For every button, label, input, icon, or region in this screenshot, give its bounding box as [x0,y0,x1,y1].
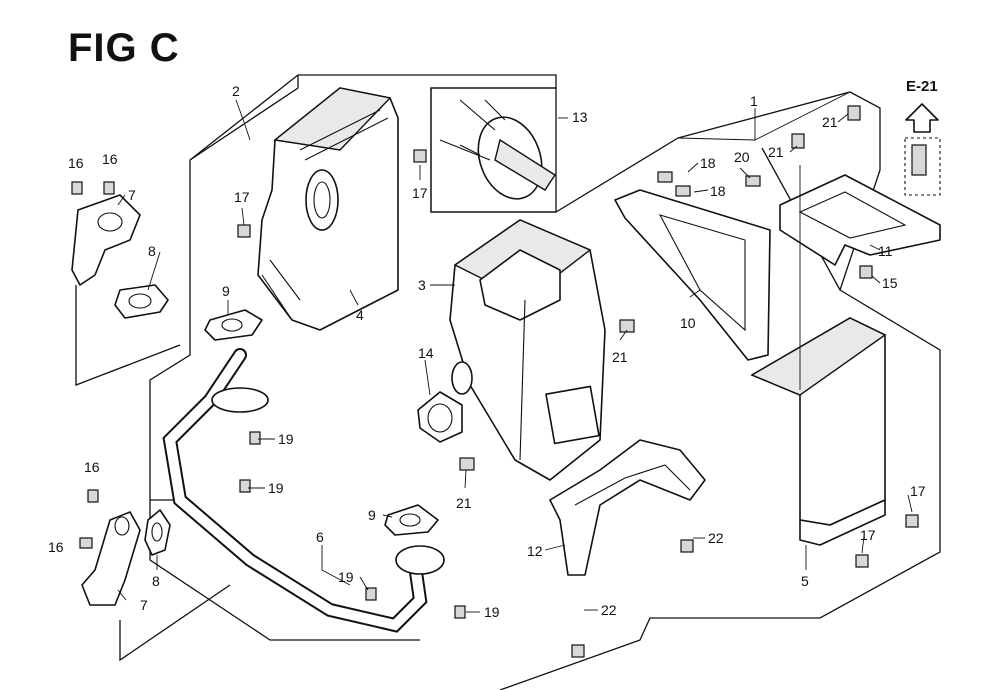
muffler-protector [257,87,399,331]
bolt-17a-icon [237,224,251,238]
leader-lines [117,91,913,613]
bolt-17d-icon [855,554,869,568]
callout-13: 13 [572,109,588,125]
gasket-8-upper [114,284,169,319]
lower-stay [549,439,706,576]
bolt-e21-icon [911,144,927,176]
muffler-body [449,219,606,481]
callout-16c: 16 [84,459,100,475]
reference-label-e21: E-21 [906,78,938,95]
callout-8-lower: 8 [152,573,160,589]
callout-7-upper: 7 [128,187,136,203]
callout-8-upper: 8 [148,243,156,259]
bolt-17b-icon [413,149,427,163]
callout-19c: 19 [338,569,354,585]
muffler-cover [750,317,887,546]
bolt-15-icon [859,265,873,279]
bolt-21c-icon [619,319,635,333]
upper-bracket [779,174,941,266]
callout-17c: 17 [910,483,926,499]
callout-21b: 21 [822,114,838,130]
callout-2: 2 [232,83,240,99]
bolt-21b-icon [847,105,861,121]
callout-19a: 19 [278,431,294,447]
callout-4: 4 [356,307,364,323]
bolt-19d-icon [454,605,466,619]
bolt-20-icon [745,175,761,187]
callout-16d: 16 [48,539,64,555]
bolt-18a-icon [657,171,673,183]
callout-9-lower: 9 [368,507,376,523]
nut-16b-icon [103,181,115,195]
nut-16c-icon [87,489,99,503]
figure-title: FIG C [68,26,180,70]
callout-22a: 22 [708,530,724,546]
bolt-18b-icon [675,185,691,197]
joint-7-upper [71,194,141,286]
bolt-21a-icon [791,133,805,149]
bolt-22a-icon [680,539,694,553]
exhaust-clamp [417,391,463,443]
callout-17a: 17 [234,189,250,205]
callout-21c: 21 [612,349,628,365]
callout-7-lower: 7 [140,597,148,613]
callout-21d: 21 [456,495,472,511]
callout-labels: 1 2 3 4 5 6 7 7 8 8 9 9 10 11 12 13 14 1… [48,83,926,620]
bolt-19b-icon [239,479,251,493]
callout-16a: 16 [68,155,84,171]
callout-3: 3 [418,277,426,293]
fasteners [71,105,927,658]
callout-5: 5 [801,573,809,589]
callout-22b: 22 [601,602,617,618]
callout-9-upper: 9 [222,283,230,299]
callout-18b: 18 [710,183,726,199]
exhaust-pipe [162,348,445,633]
gasket-9-upper [204,309,263,341]
bolt-17c-icon [905,514,919,528]
callout-19d: 19 [484,604,500,620]
nut-16d-icon [79,537,93,549]
callout-19b: 19 [268,480,284,496]
bolt-21d-icon [459,457,475,471]
exhaust-joints [71,194,141,606]
callout-18a: 18 [700,155,716,171]
callout-17b: 17 [412,185,428,201]
exhaust-pipe-flange [211,387,269,413]
gaskets [114,284,439,556]
gasket-9-lower [384,504,439,536]
callout-17d: 17 [860,527,876,543]
nut-16a-icon [71,181,83,195]
callout-15: 15 [882,275,898,291]
sub-assembly-box-13 [430,87,557,213]
callout-21a: 21 [768,144,784,160]
bolt-19a-icon [249,431,261,445]
callout-6: 6 [316,529,324,545]
callout-16b: 16 [102,151,118,167]
e21-reference-arrow-icon [904,103,941,196]
bolt-19c-icon [365,587,377,601]
callout-10: 10 [680,315,696,331]
callout-14: 14 [418,345,434,361]
callout-20: 20 [734,149,750,165]
muffler-stay-bracket [614,189,771,361]
joint-7-lower [81,511,141,606]
callout-12: 12 [527,543,543,559]
callout-1: 1 [750,93,758,109]
protector-outlet-hole [305,169,339,231]
gasket-8-lower [144,509,171,556]
bolt-22b-icon [571,644,585,658]
callout-11: 11 [878,243,893,259]
spark-arrester-assembly [439,99,556,200]
